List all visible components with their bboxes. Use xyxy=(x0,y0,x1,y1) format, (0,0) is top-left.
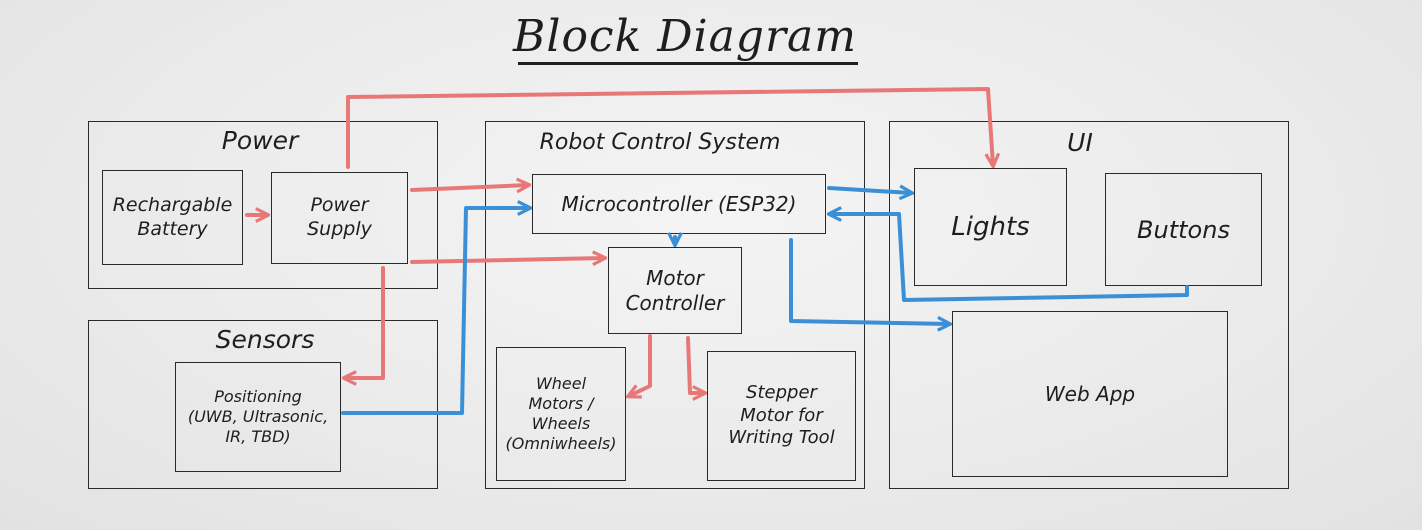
web-app-block: Web App xyxy=(952,311,1228,477)
diagram-title: Block Diagram xyxy=(513,11,857,62)
battery-block: Rechargable Battery xyxy=(102,170,243,265)
positioning-to-microcontroller-arrow xyxy=(341,208,529,415)
positioning-label: Positioning (UWB, Ultrasonic, IR, TBD) xyxy=(187,387,329,446)
supply-to-motor-controller-arrow xyxy=(410,258,604,262)
buttons-block: Buttons xyxy=(1105,173,1262,286)
microcontroller-block: Microcontroller (ESP32) xyxy=(532,174,826,234)
microcontroller-to-lights-arrow xyxy=(827,188,911,193)
supply-to-microcontroller-arrow xyxy=(410,185,528,190)
ui-group-label: UI xyxy=(1067,128,1093,157)
stepper-motor-block: Stepper Motor for Writing Tool xyxy=(707,351,856,481)
lights-label: Lights xyxy=(951,211,1030,242)
stepper-motor-label: Stepper Motor for Writing Tool xyxy=(728,382,835,449)
title-underline xyxy=(518,62,858,65)
supply-to-lights-arrow xyxy=(346,87,993,169)
web-app-label: Web App xyxy=(1044,381,1136,406)
buttons-label: Buttons xyxy=(1137,215,1230,244)
robot-control-group xyxy=(485,121,865,489)
power-supply-block: Power Supply xyxy=(271,172,408,264)
supply-to-positioning-arrow xyxy=(345,266,385,378)
power-group-label: Power xyxy=(221,126,299,155)
webapp-microcontroller-link xyxy=(789,238,949,324)
wheel-motors-block: Wheel Motors / Wheels (Omniwheels) xyxy=(496,347,626,481)
motor-controller-block: Motor Controller xyxy=(608,247,742,334)
robot-control-group-label: Robot Control System xyxy=(539,130,781,155)
positioning-block: Positioning (UWB, Ultrasonic, IR, TBD) xyxy=(175,362,341,472)
motor-controller-to-stepper-arrow xyxy=(686,336,704,393)
ui-group xyxy=(889,121,1289,489)
power-group xyxy=(88,121,438,289)
sensors-group xyxy=(88,320,438,489)
sensors-group-label: Sensors xyxy=(215,325,315,354)
battery-label: Rechargable Battery xyxy=(112,193,233,240)
microcontroller-label: Microcontroller (ESP32) xyxy=(561,191,797,216)
power-supply-label: Power Supply xyxy=(307,194,372,240)
motor-controller-label: Motor Controller xyxy=(625,265,725,315)
wheel-motors-label: Wheel Motors / Wheels (Omniwheels) xyxy=(505,374,617,453)
motor-controller-to-wheels-arrow xyxy=(629,334,652,396)
buttons-to-microcontroller-arrow xyxy=(830,214,1189,302)
